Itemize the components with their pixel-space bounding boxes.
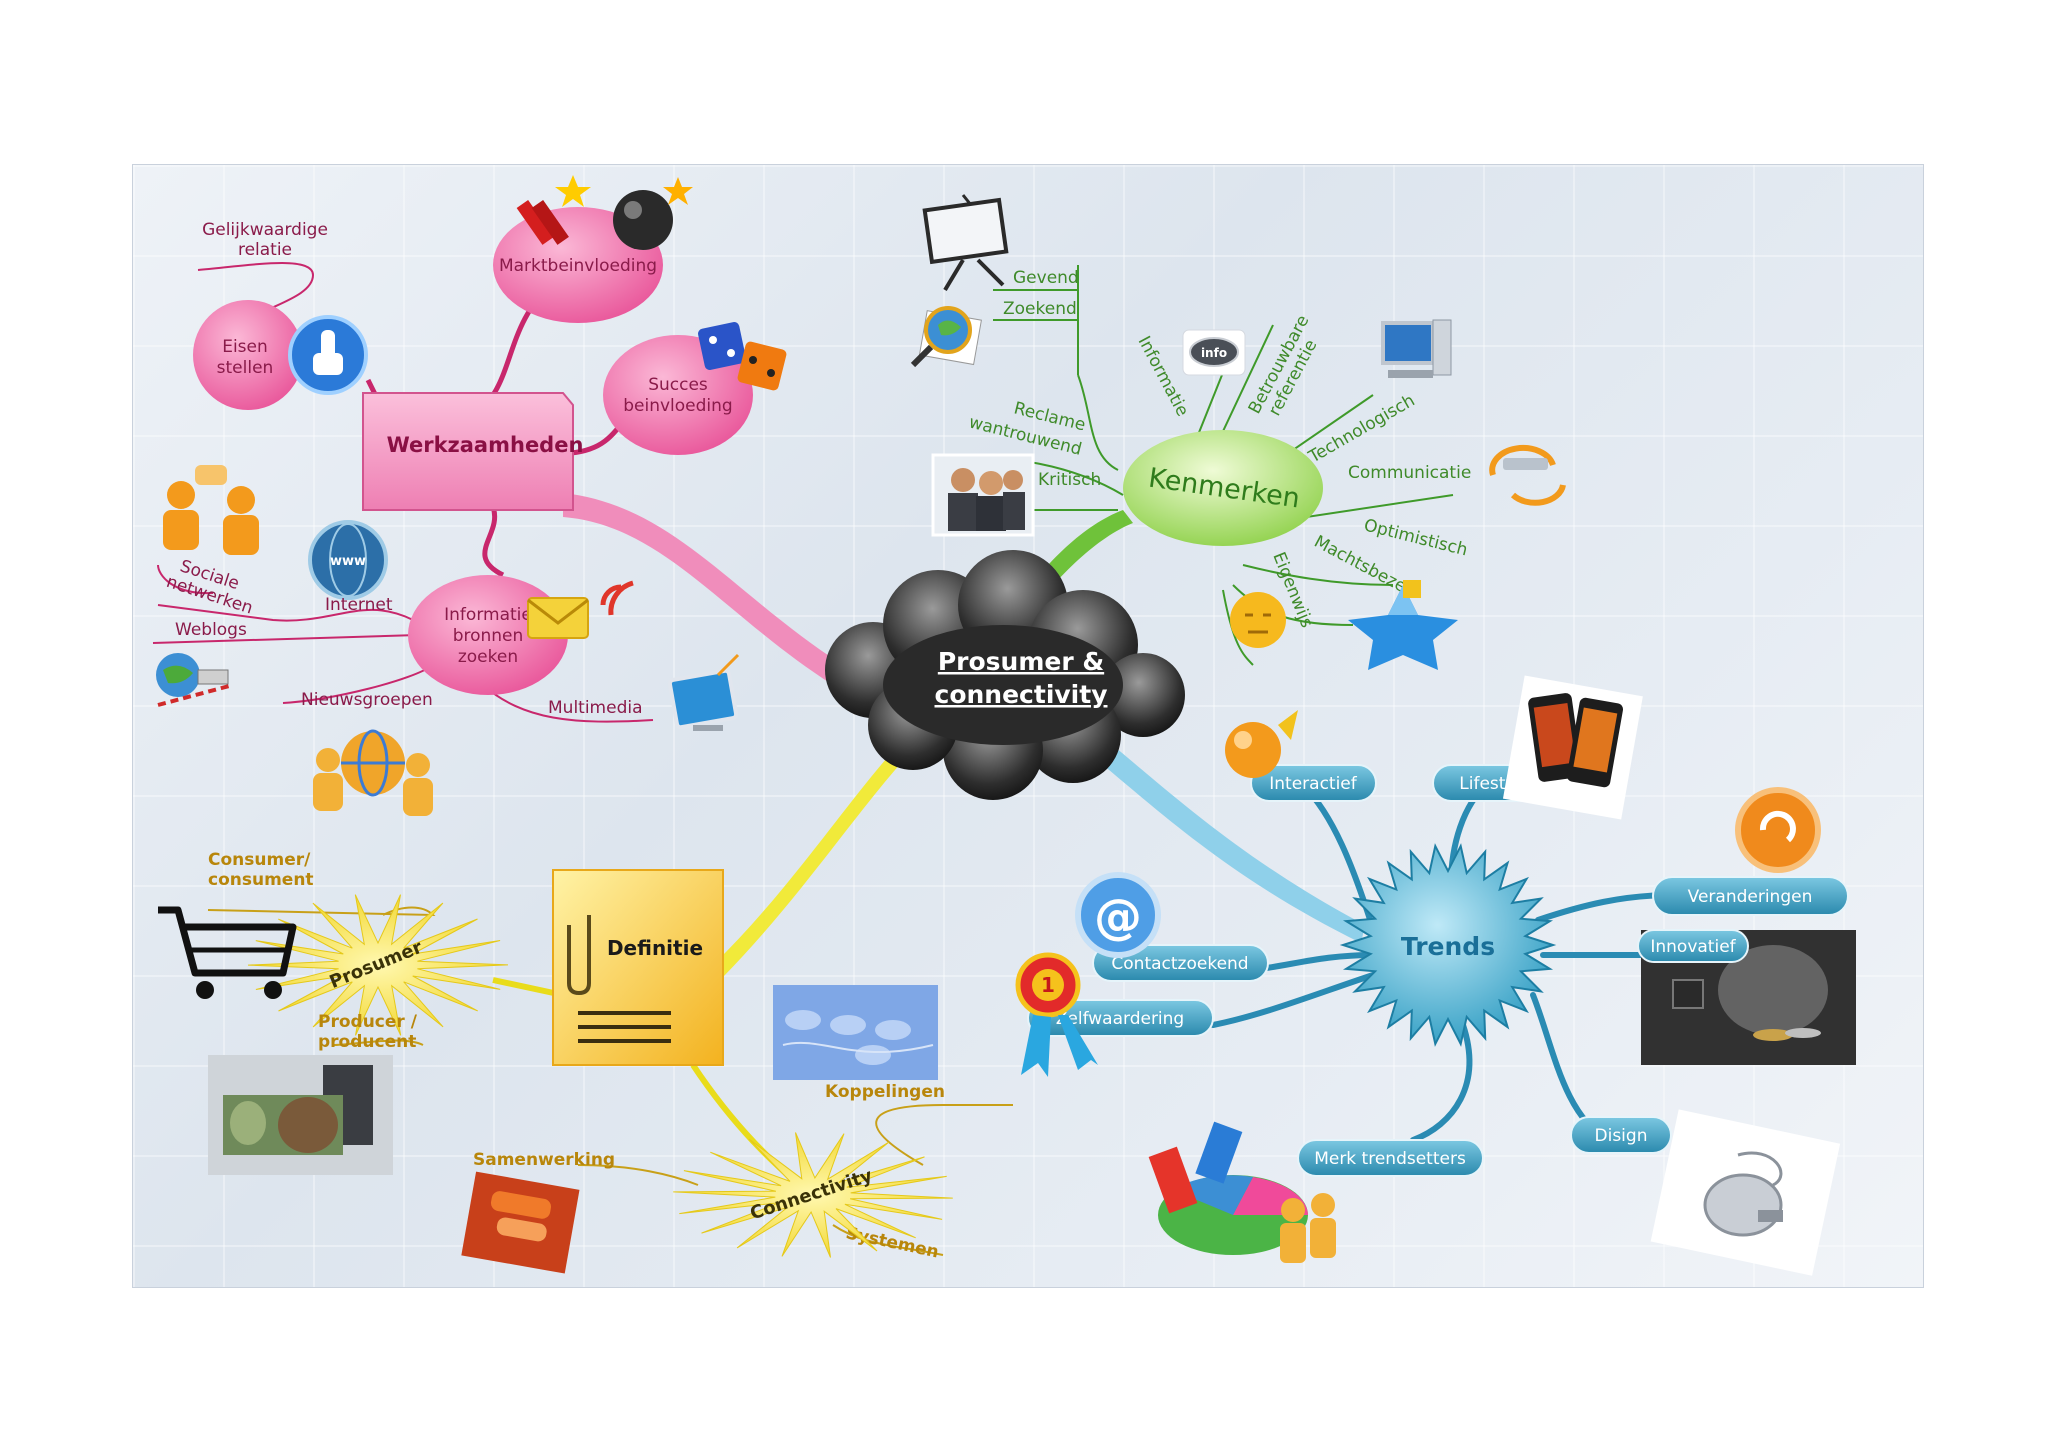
optimistisch-label: Optimistisch <box>1362 515 1470 560</box>
succes-label-line2: beinvloeding <box>623 396 732 416</box>
pill-disign[interactable]: Disign <box>1570 1116 1672 1154</box>
people-icon <box>163 465 259 555</box>
handshake-photo <box>461 1171 580 1274</box>
multimedia-tv-icon <box>667 653 740 731</box>
contactzoekend-label: Contactzoekend <box>1111 954 1248 974</box>
producer-label-line1: Producer / <box>318 1012 418 1032</box>
gevend-label: Gevend <box>1013 268 1079 288</box>
computer-icon <box>1381 319 1452 378</box>
node-trends[interactable]: Trends <box>1339 843 1557 1047</box>
globe-www-icon: www <box>308 520 388 600</box>
node-eisen-stellen[interactable]: Eisen stellen <box>193 300 303 410</box>
disign-label: Disign <box>1595 1126 1648 1146</box>
zoekend-label: Zoekend <box>1003 299 1077 319</box>
node-prosumer[interactable]: Prosumer <box>247 894 509 1036</box>
merk-label: Merk trendsetters <box>1314 1149 1466 1169</box>
weblogs-label: Weblogs <box>175 620 247 640</box>
eisen-label-line1: Eisen <box>222 337 268 357</box>
branch-definitie <box>713 720 933 977</box>
face-icon <box>1230 592 1286 648</box>
pill-veranderingen[interactable]: Veranderingen <box>1652 876 1849 916</box>
informatie-label-line3: zoeken <box>458 647 518 667</box>
pyramid-icon <box>1348 580 1458 670</box>
kritisch-label: Kritisch <box>1038 470 1101 490</box>
pointing-hand-icon <box>288 315 368 395</box>
definitie-label: Definitie <box>607 936 703 960</box>
dice-icon <box>698 322 787 391</box>
gelijkwaardige-label-line2: relatie <box>238 240 292 260</box>
orange-sphere-icon <box>1225 710 1298 778</box>
satellite-globe-icon <box>156 653 234 707</box>
phones-photo <box>1502 675 1643 820</box>
node-definitie[interactable]: Definitie <box>552 869 724 1066</box>
businessmen-photo <box>931 453 1035 537</box>
consumer-label-line1: Consumer/ <box>208 850 311 870</box>
pill-innovatief[interactable]: Innovatief <box>1637 929 1749 963</box>
info-badge-text: info <box>1201 346 1227 360</box>
communicatie-label: Communicatie <box>1348 463 1471 483</box>
presentation-board-icon <box>922 194 1009 292</box>
communication-arrows-icon <box>1489 444 1566 506</box>
interactief-label: Interactief <box>1269 774 1358 794</box>
growth-chart-icon <box>1148 1121 1336 1263</box>
koppelingen-label: Koppelingen <box>825 1082 945 1102</box>
node-kenmerken[interactable]: Kenmerken <box>1123 430 1323 546</box>
mindmap-diagram: Prosumer & connectivity Marktbeinvloedin… <box>152 175 1856 1276</box>
trends-label: Trends <box>1401 932 1495 961</box>
samenwerking-label: Samenwerking <box>473 1150 615 1170</box>
usb-pendant-photo <box>1650 1109 1841 1276</box>
informatie-label-line2: bronnen <box>453 626 524 646</box>
veranderingen-icon <box>1735 787 1821 873</box>
eisen-label-line2: stellen <box>217 358 274 378</box>
internet-label: Internet <box>325 595 393 615</box>
shopping-cart-icon <box>158 906 297 999</box>
center-title-line2: connectivity <box>935 680 1108 709</box>
branch-trends <box>1073 725 1365 943</box>
people-globe-icon <box>313 729 433 816</box>
werkzaamheden-label: Werkzaamheden <box>387 433 584 457</box>
pill-interactief[interactable]: Interactief <box>1250 764 1377 802</box>
at-sign: @ <box>1094 889 1142 945</box>
ribbon-number: 1 <box>1041 973 1055 997</box>
pill-merk-trendsetters[interactable]: Merk trendsetters <box>1297 1139 1484 1177</box>
marktbeinvloeding-label: Marktbeinvloeding <box>499 256 657 276</box>
pill-contactzoekend[interactable]: Contactzoekend <box>1092 944 1269 982</box>
network-photo <box>773 985 938 1080</box>
magnifier-globe-icon <box>910 306 982 368</box>
gelijkwaardige-label-line1: Gelijkwaardige <box>202 220 328 240</box>
mindmap-canvas: Prosumer & connectivity Marktbeinvloedin… <box>132 164 1924 1288</box>
center-title-line1: Prosumer & <box>938 647 1104 676</box>
dynamite-icon <box>516 175 693 250</box>
www-label: www <box>330 554 366 569</box>
veranderingen-label: Veranderingen <box>1688 887 1813 907</box>
consumer-label-line2: consument <box>208 870 314 890</box>
central-cloud: Prosumer & connectivity <box>825 550 1185 800</box>
ribbon-award-icon: 1 <box>1015 952 1098 1077</box>
info-badge-icon: info <box>1182 329 1246 376</box>
succes-label-line1: Succes <box>648 375 708 395</box>
multimedia-label: Multimedia <box>548 698 643 718</box>
node-werkzaamheden[interactable]: Werkzaamheden <box>362 392 584 511</box>
producer-label-line2: producent <box>318 1032 416 1052</box>
at-sign-icon: @ <box>1075 872 1161 958</box>
nieuwsgroepen-label: Nieuwsgroepen <box>301 690 433 710</box>
innovatief-label: Innovatief <box>1650 937 1736 957</box>
informatie-label-line1: Informatie <box>444 605 532 625</box>
zelfwaardering-label: Zelfwaardering <box>1056 1009 1184 1029</box>
money-photo <box>208 1055 393 1175</box>
mail-icon <box>527 580 634 639</box>
branch-werkzaamheden <box>563 493 843 685</box>
